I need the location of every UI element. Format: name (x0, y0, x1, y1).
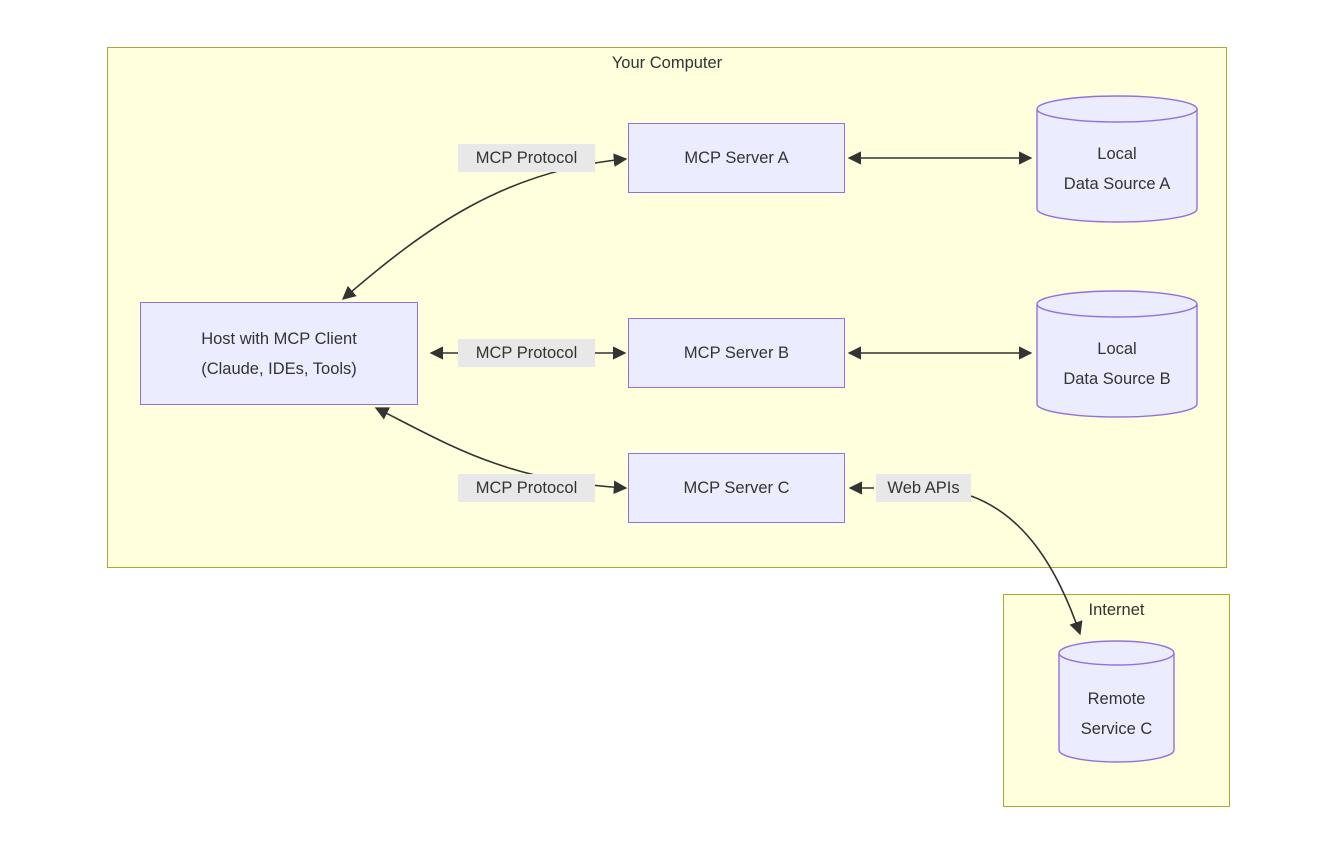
cluster-internet: Internet (1003, 594, 1230, 807)
edge-host-server-a (341, 153, 628, 300)
node-local-data-source-a: Local Data Source A (1036, 95, 1198, 223)
node-host-label-line2: (Claude, IDEs, Tools) (201, 359, 357, 378)
edge-label-mcp-protocol-b: MCP Protocol (458, 339, 595, 367)
node-remote-service-c: Remote Service C (1058, 640, 1175, 763)
edge-label-mcp-protocol-c: MCP Protocol (458, 474, 595, 502)
edge-label-web-apis: Web APIs (876, 474, 971, 502)
node-local-data-source-b-label: Local Data Source B (1063, 340, 1171, 388)
cluster-internet-title: Internet (1088, 601, 1145, 619)
edge-label-mcp-protocol-a: MCP Protocol (458, 144, 595, 172)
node-mcp-server-b-label: MCP Server B (683, 344, 790, 362)
node-local-data-source-a-label: Local Data Source A (1063, 145, 1171, 193)
node-mcp-server-c: MCP Server C (628, 453, 845, 523)
cylinder-shape-c (1058, 640, 1175, 763)
node-mcp-server-b: MCP Server B (628, 318, 845, 388)
node-host: Host with MCP Client (Claude, IDEs, Tool… (140, 302, 418, 405)
cylinder-shape-b (1036, 290, 1198, 418)
edge-webapis-remote-c (970, 495, 1083, 636)
node-host-label-line1: Host with MCP Client (201, 329, 357, 348)
node-mcp-server-a-label: MCP Server A (684, 149, 789, 167)
node-mcp-server-a: MCP Server A (628, 123, 845, 193)
cluster-your-computer-title: Your Computer (611, 54, 723, 72)
node-local-data-source-b: Local Data Source B (1036, 290, 1198, 418)
node-mcp-server-c-label: MCP Server C (683, 479, 790, 497)
node-remote-service-c-label: Remote Service C (1080, 690, 1153, 738)
cylinder-shape-a (1036, 95, 1198, 223)
